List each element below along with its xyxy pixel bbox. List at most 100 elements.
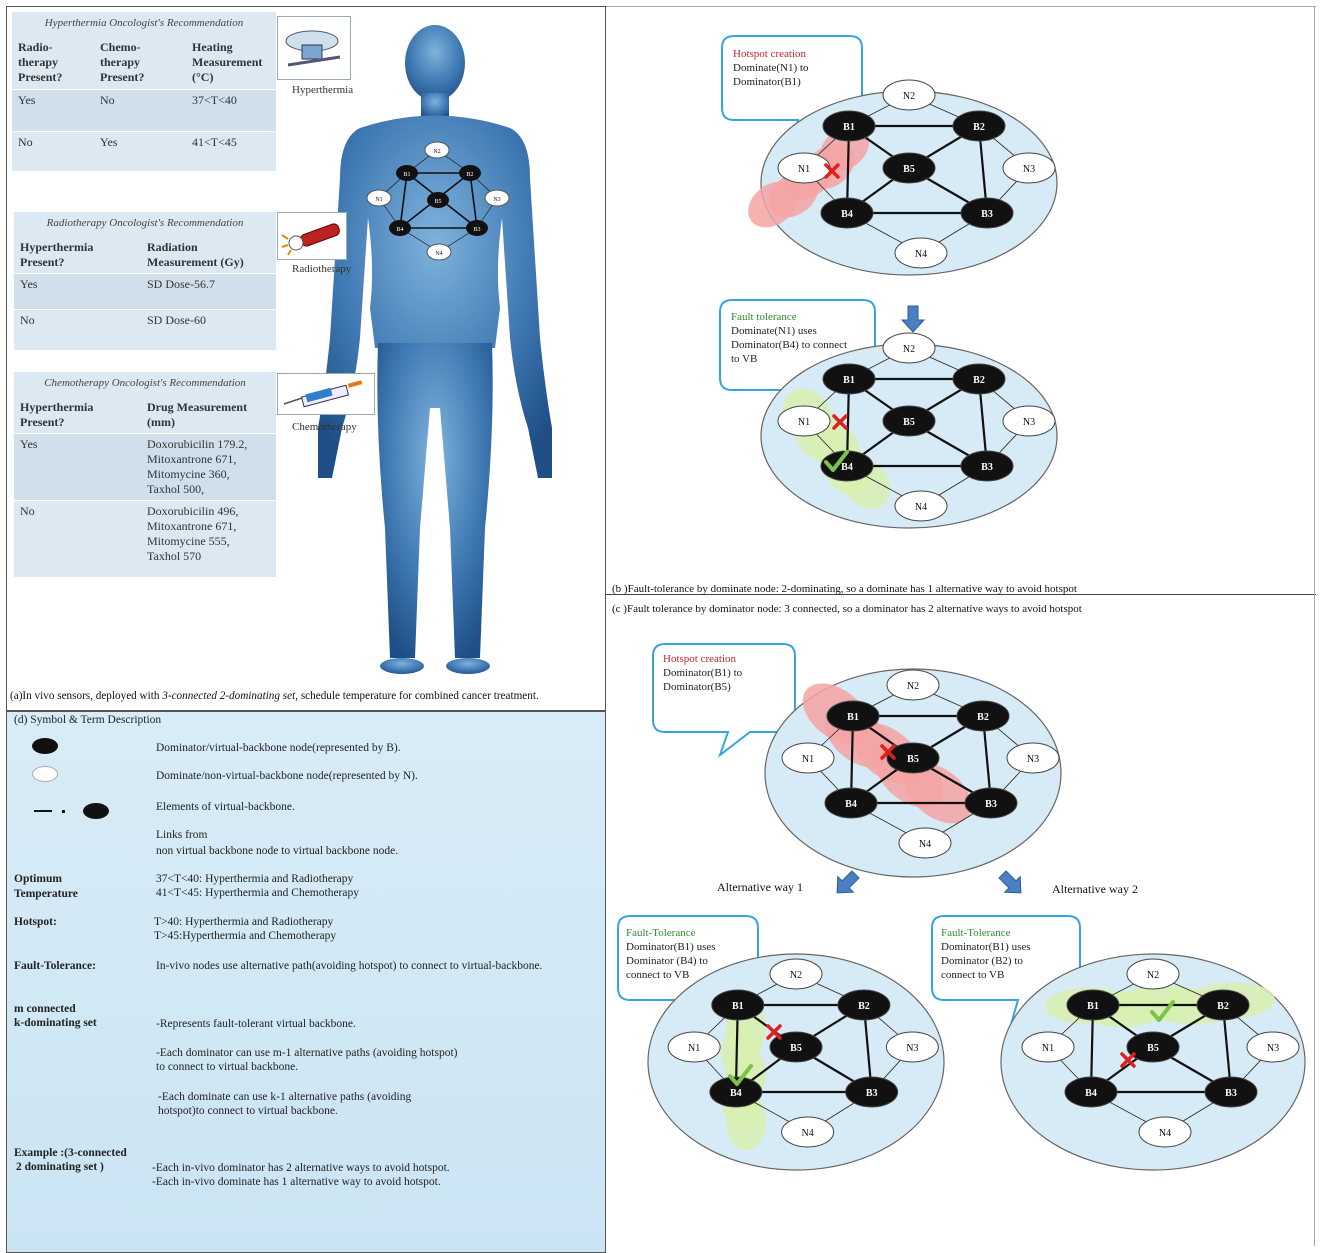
svg-text:B1: B1 — [843, 375, 855, 386]
table-cell: Yes — [18, 92, 36, 107]
table-header: Chemo-therapy Present? — [100, 40, 145, 84]
graph-c-right-node-b3: B3 — [1204, 1076, 1258, 1108]
callout-c-top-line1: Dominator(B1) to — [663, 667, 743, 679]
graph-b-top-node-b1: B1 — [822, 110, 876, 142]
callout-c-right-text: Fault-Tolerance Dominator(B1) uses Domin… — [941, 926, 1031, 982]
graph-c-left-node-n1: N1 — [667, 1031, 721, 1063]
svg-text:B5: B5 — [907, 754, 919, 765]
mk-desc-3b: hotspot)to connect to virtual backbone. — [158, 1105, 338, 1117]
table-cell: Yes — [20, 277, 38, 291]
graph-c-top-node-b2: B2 — [956, 700, 1010, 732]
svg-text:N4: N4 — [915, 249, 927, 260]
vb-dot-symbol — [62, 810, 65, 813]
svg-text:N3: N3 — [1027, 754, 1039, 765]
graph-c-right-node-b4: B4 — [1064, 1076, 1118, 1108]
optimum-desc-1: 37<T<40: Hyperthermia and Radiotherapy — [156, 873, 354, 885]
chemotherapy-table-title: Chemotherapy Oncologist's Recommendation — [44, 377, 246, 389]
graph-c-right-node-b5: B5 — [1126, 1031, 1180, 1063]
hyperthermia-label: Hyperthermia — [292, 84, 354, 96]
panel-b-caption: (b )Fault-tolerance by dominate node: 2-… — [612, 583, 1077, 595]
cross-icon — [1120, 1052, 1136, 1068]
svg-text:N4: N4 — [915, 502, 927, 513]
callout-b-bottom-line3: to VB — [731, 353, 758, 365]
panel-a-caption: (a)In vivo sensors, deployed with 3-conn… — [10, 690, 539, 702]
callout-c-right-line3: connect to VB — [941, 969, 1005, 981]
graph-c-top-node-b3: B3 — [964, 787, 1018, 819]
hyperthermia-table: Radio-therapy Present? Chemo-therapy Pre… — [12, 37, 276, 171]
check-icon — [1150, 1000, 1175, 1022]
svg-text:N4: N4 — [1159, 1128, 1171, 1139]
svg-text:B1: B1 — [843, 122, 855, 133]
body-node-b5: B5 — [427, 192, 449, 208]
table-cell: Doxorubicilin 496, Mitoxantrone 671, Mit… — [147, 504, 239, 563]
term-hotspot: Hotspot: — [14, 916, 57, 928]
left-arrow-icon — [836, 870, 860, 894]
example-desc-1: -Each in-vivo dominator has 2 alternativ… — [152, 1162, 450, 1174]
panel-right-border — [1314, 6, 1315, 1246]
graph-c-left-node-b3: B3 — [845, 1076, 899, 1108]
panel-d-title: (d) Symbol & Term Description — [14, 714, 162, 726]
svg-text:B3: B3 — [981, 209, 993, 220]
svg-text:B3: B3 — [1225, 1088, 1237, 1099]
graph-c-top-node-n3: N3 — [1006, 742, 1060, 774]
optimum-desc-2: 41<T<45: Hyperthermia and Chemotherapy — [156, 887, 359, 899]
callout-b-bottom-text: Fault tolerance Dominate(N1) uses Domina… — [731, 310, 847, 366]
graph-b-bottom-node-b5: B5 — [882, 405, 936, 437]
chemotherapy-recommendation: Chemotherapy Oncologist's Recommendation… — [14, 372, 276, 577]
vb-node-symbol — [83, 803, 109, 819]
check-icon — [728, 1064, 753, 1086]
table-header: Radio-therapy Present? — [18, 40, 63, 84]
table-header: Hyperthermia Present? — [20, 240, 94, 269]
cross-icon — [880, 744, 896, 760]
callout-c-left-line2: Dominator (B4) to — [626, 955, 708, 967]
callout-b-bottom-line2: Dominator(B4) to connect — [731, 339, 848, 351]
body-node-n4: N4 — [426, 243, 452, 261]
vb-link-symbol — [34, 810, 52, 812]
svg-text:B2: B2 — [977, 712, 989, 723]
svg-text:B3: B3 — [981, 462, 993, 473]
mk-desc-2b: to connect to virtual backbone. — [156, 1061, 299, 1073]
svg-text:N3: N3 — [493, 197, 500, 203]
svg-text:B2: B2 — [1217, 1001, 1229, 1012]
svg-text:B4: B4 — [1085, 1088, 1097, 1099]
panel-b-divider — [606, 594, 1316, 595]
callout-c-right-line2: Dominator (B2) to — [941, 955, 1023, 967]
callout-b-bottom-line1: Dominate(N1) uses — [731, 325, 817, 337]
svg-text:N1: N1 — [798, 417, 810, 428]
graph-c-left-node-b4: B4 — [709, 1076, 763, 1108]
graph-c-top-node-n2: N2 — [886, 669, 940, 701]
svg-text:B5: B5 — [434, 199, 441, 205]
body-sensor-graph: N2 N1 N3 N4 B1 B2 B3 B4 B5 — [366, 141, 510, 261]
dominator-desc: Dominator/virtual-backbone node(represen… — [156, 742, 401, 754]
svg-text:N3: N3 — [1023, 417, 1035, 428]
graph-b-top-node-n3: N3 — [1002, 152, 1056, 184]
radiotherapy-device-image — [277, 212, 347, 260]
graph-c-right-node-b1: B1 — [1066, 989, 1120, 1021]
body-node-n3: N3 — [484, 189, 510, 207]
callout-c-right-line1: Dominator(B1) uses — [941, 941, 1031, 953]
graph-b-top-node-b2: B2 — [952, 110, 1006, 142]
svg-text:N2: N2 — [907, 681, 919, 692]
graph-b-bottom-node-n3: N3 — [1002, 405, 1056, 437]
svg-text:N3: N3 — [1267, 1043, 1279, 1054]
graph-c-top-node-b1: B1 — [826, 700, 880, 732]
svg-text:B4: B4 — [730, 1088, 742, 1099]
svg-text:N3: N3 — [1023, 164, 1035, 175]
callout-c-left-title: Fault-Tolerance — [626, 927, 696, 939]
graph-c-right-node-n3: N3 — [1246, 1031, 1300, 1063]
svg-text:N1: N1 — [1042, 1043, 1054, 1054]
svg-text:B2: B2 — [858, 1001, 870, 1012]
cross-icon — [824, 163, 840, 179]
term-example-2: 2 dominating set ) — [16, 1161, 104, 1173]
graph-b-bottom-node-b2: B2 — [952, 363, 1006, 395]
hotspot-desc-1: T>40: Hyperthermia and Radiotherapy — [154, 916, 334, 928]
svg-text:N2: N2 — [1147, 970, 1159, 981]
check-icon — [824, 450, 849, 472]
hyperthermia-recommendation: Hyperthermia Oncologist's Recommendation… — [12, 12, 276, 171]
svg-text:B4: B4 — [845, 799, 857, 810]
links-desc-2: non virtual backbone node to virtual bac… — [156, 845, 399, 857]
callout-b-top-text: Hotspot creation Dominate(N1) to Dominat… — [733, 47, 808, 89]
table-cell: No — [100, 92, 115, 107]
graph-c-right-node-n2: N2 — [1126, 958, 1180, 990]
